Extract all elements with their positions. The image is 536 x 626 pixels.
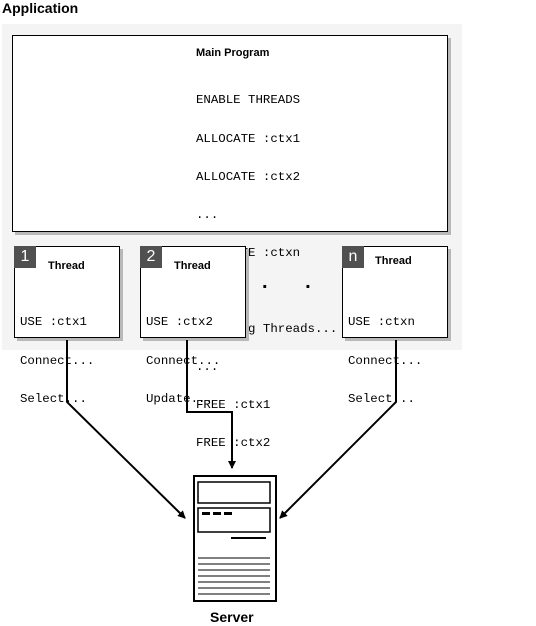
main-program-title: Main Program bbox=[196, 47, 270, 59]
server-icon bbox=[193, 475, 277, 602]
code-line: USE :ctx2 bbox=[146, 315, 213, 330]
thread-code-2: USE :ctx2 Connect... Update... bbox=[146, 291, 220, 418]
thread-box-1 bbox=[14, 246, 120, 338]
thread-title-2: Thread bbox=[174, 260, 211, 272]
thread-2-to-server-arrow bbox=[186, 340, 236, 469]
code-line: ... bbox=[196, 360, 219, 375]
thread-code-n: USE :ctxn Connect... Select... bbox=[348, 291, 422, 418]
code-line: Select... bbox=[20, 391, 87, 406]
code-line: FREE :ctx2 bbox=[196, 436, 271, 451]
thread-n-to-server-arrow bbox=[279, 340, 397, 519]
more-threads-ellipsis: . . . bbox=[262, 271, 370, 293]
code-line: Connect... bbox=[348, 353, 423, 368]
main-program-box bbox=[12, 35, 448, 232]
code-line: Connect... bbox=[146, 353, 221, 368]
code-line: ALLOCATE :ctx1 bbox=[196, 131, 301, 146]
code-line: Select... bbox=[348, 391, 415, 406]
code-line: ALLOCATE :ctx2 bbox=[196, 169, 301, 184]
code-line: FREE :ctx1 bbox=[196, 398, 271, 413]
thread-badge-2: 2 bbox=[140, 246, 162, 268]
thread-code-1: USE :ctx1 Connect... Select... bbox=[20, 291, 94, 418]
code-line: ... bbox=[196, 207, 219, 222]
server-label: Server bbox=[210, 609, 254, 625]
code-line: USE :ctxn bbox=[348, 315, 415, 330]
code-line: Update... bbox=[146, 391, 213, 406]
thread-badge-1: 1 bbox=[14, 246, 36, 268]
thread-badge-n: n bbox=[342, 246, 364, 268]
code-line: USE :ctx1 bbox=[20, 315, 87, 330]
thread-title-1: Thread bbox=[48, 260, 85, 272]
thread-title-n: Thread bbox=[375, 255, 412, 267]
application-title: Application bbox=[2, 0, 79, 16]
code-line: Connect... bbox=[20, 353, 95, 368]
thread-1-to-server-arrow bbox=[66, 340, 186, 519]
code-line: ENABLE THREADS bbox=[196, 93, 301, 108]
